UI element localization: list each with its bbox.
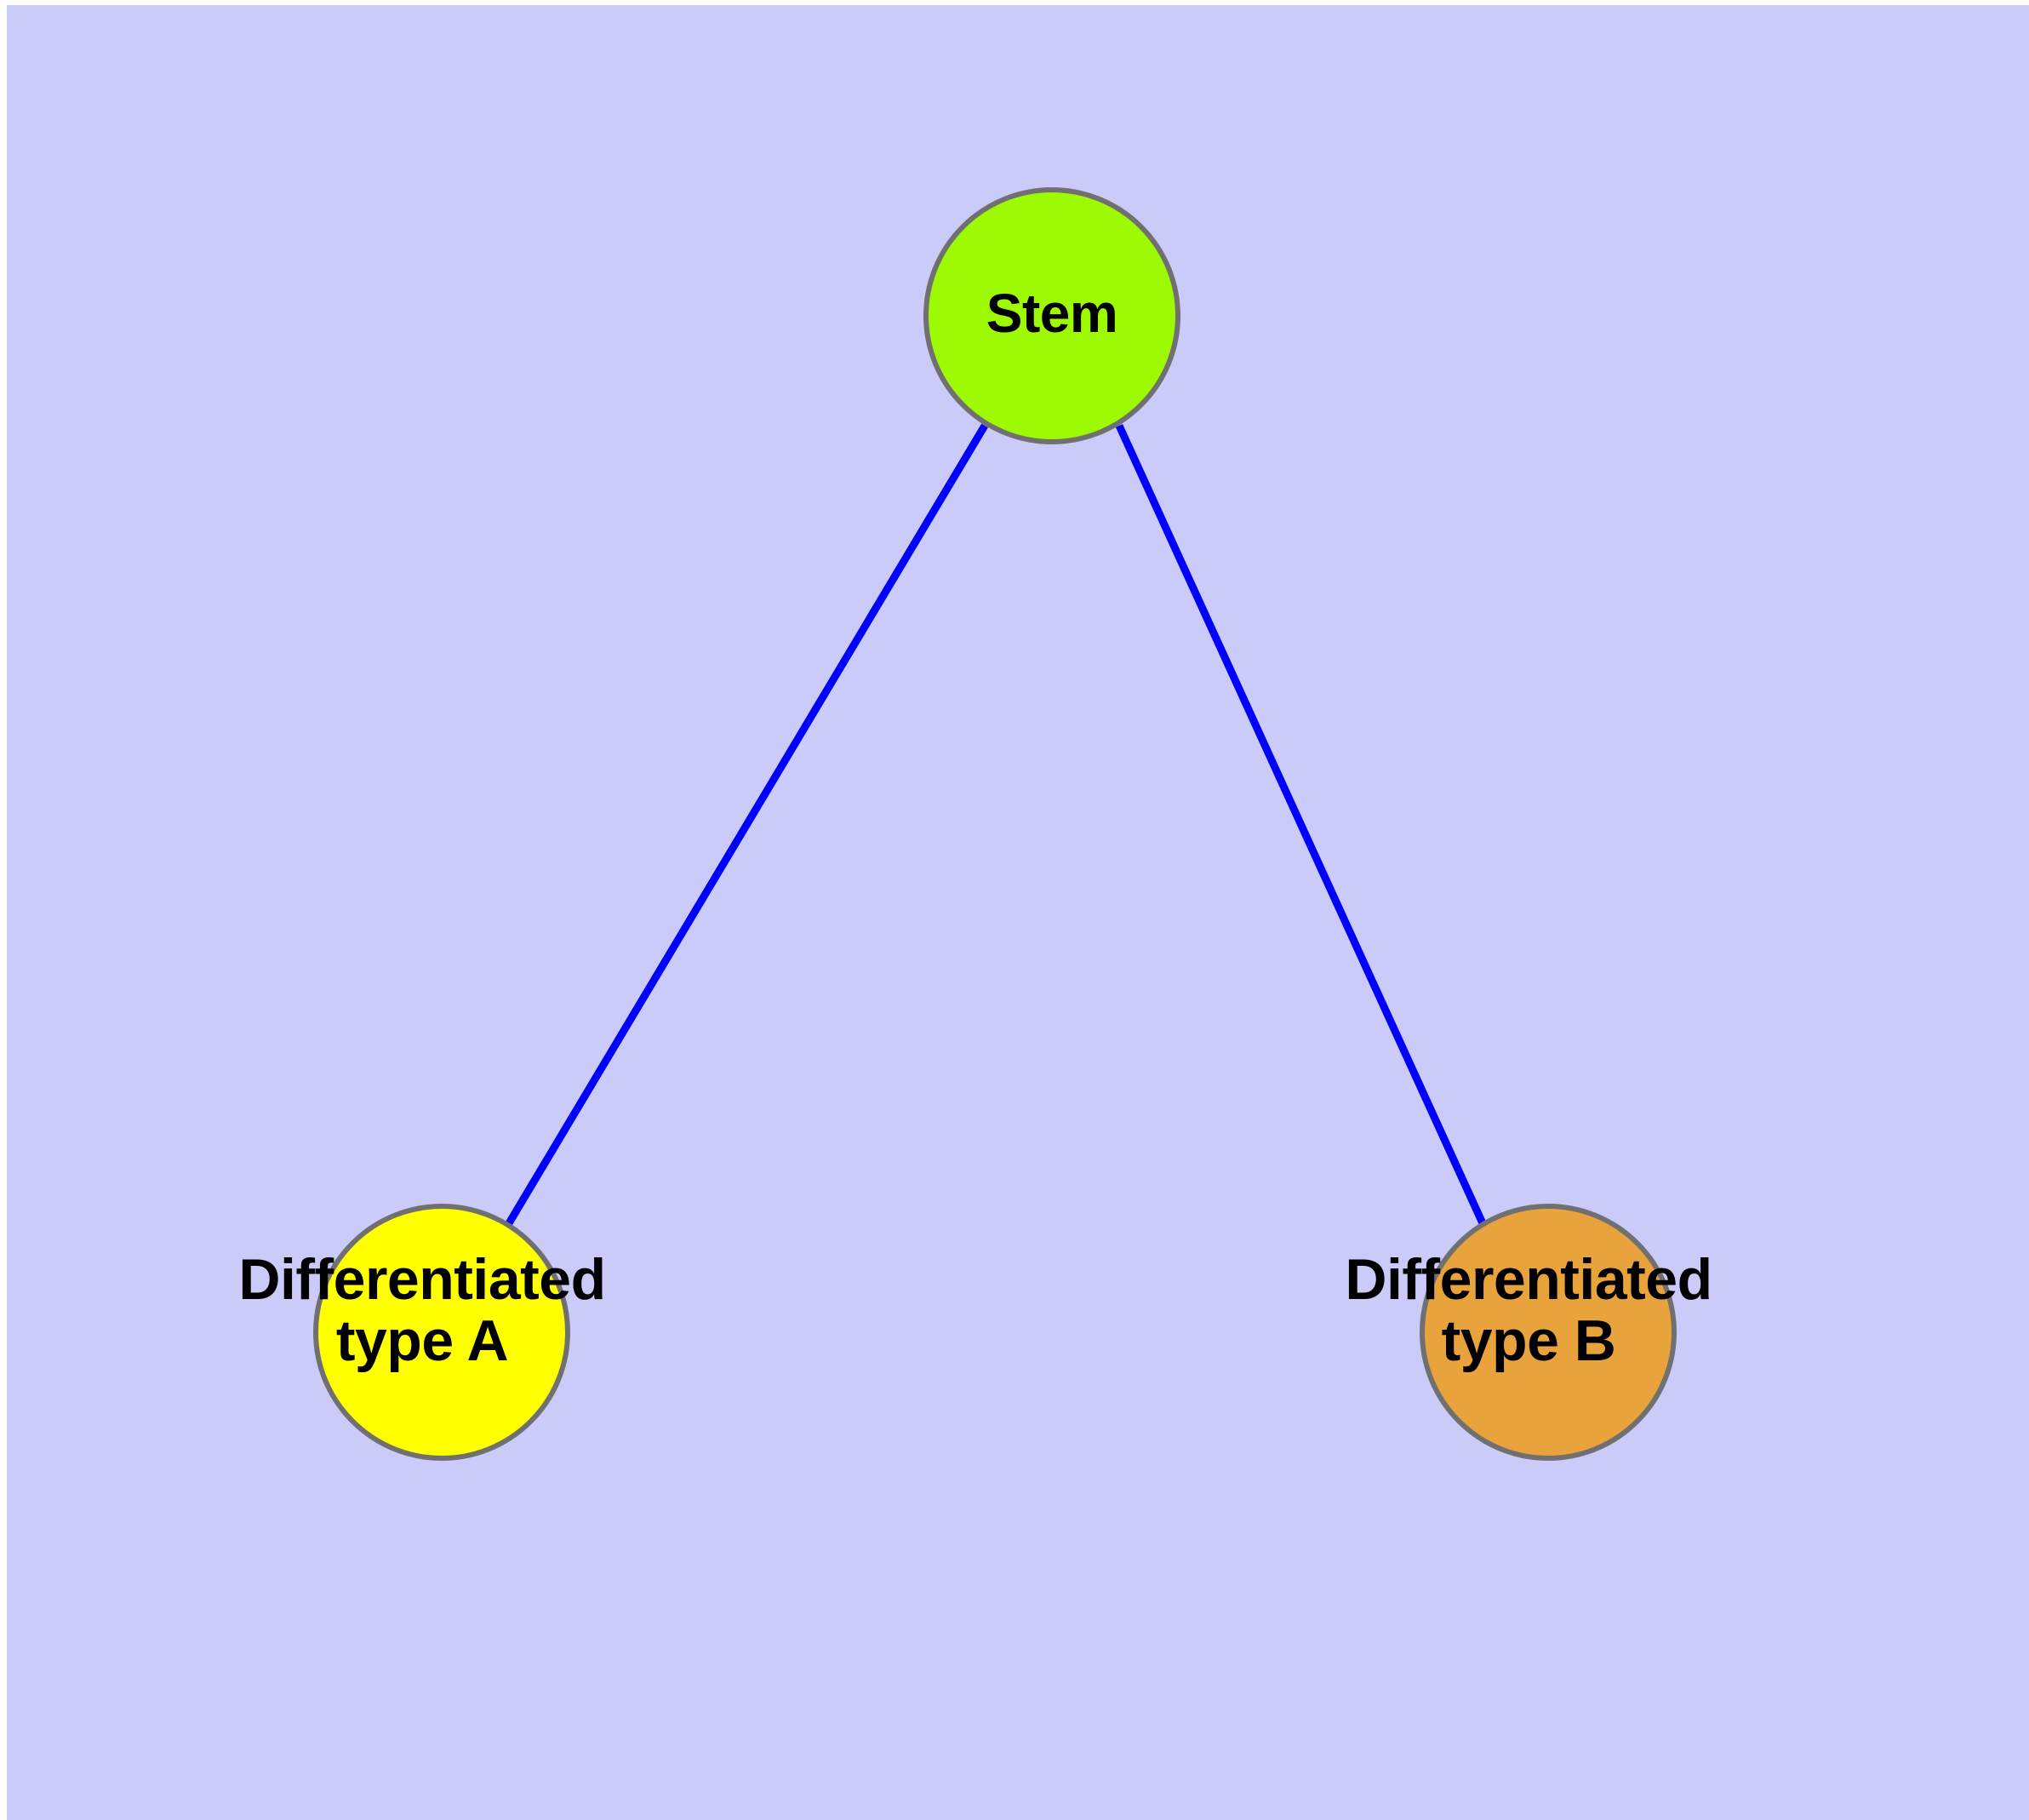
node-label-differentiated-type-a: Differentiated type A xyxy=(238,1247,606,1374)
node-label-differentiated-type-b: Differentiated type B xyxy=(1345,1247,1712,1374)
node-differentiated-type-a[interactable] xyxy=(313,1204,570,1461)
node-label-stem: Stem xyxy=(986,283,1118,344)
node-differentiated-type-b[interactable] xyxy=(1420,1204,1677,1461)
edge-stem-to-differentiated-type-b xyxy=(1115,424,1487,1225)
edge-stem-to-differentiated-type-a xyxy=(506,423,988,1226)
node-stem[interactable] xyxy=(923,187,1180,444)
